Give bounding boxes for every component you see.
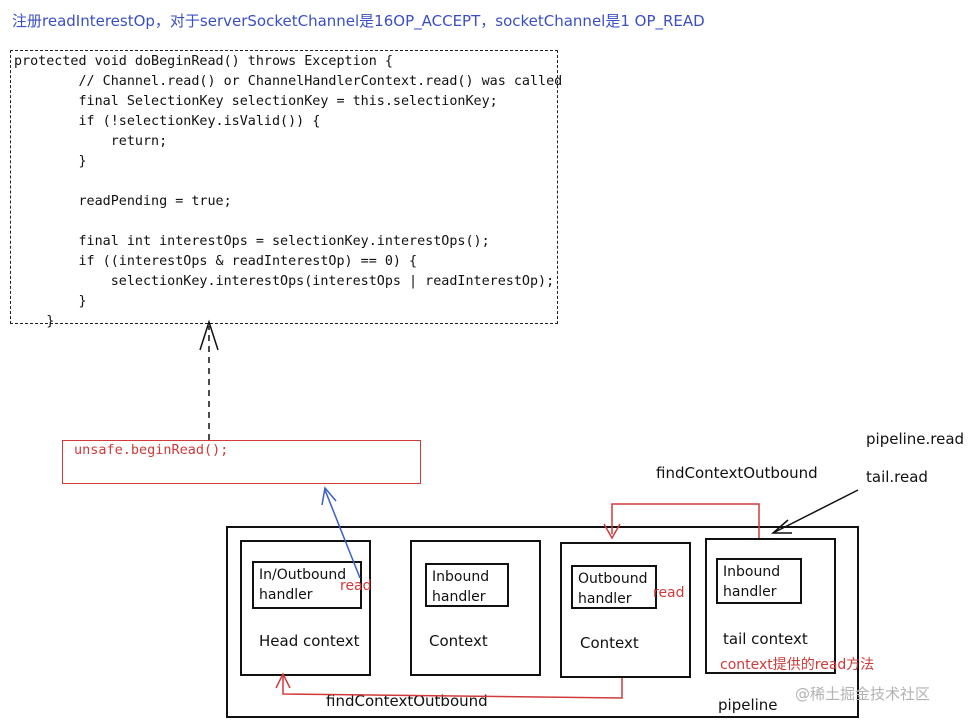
head-context-label: Head context [259,632,360,650]
head-handler-line2: handler [259,587,313,603]
pipeline-box [226,526,859,718]
note-text: 注册readInterestOp，对于serverSocketChannel是1… [12,12,705,30]
dashed-arrow-head [199,319,219,351]
inbound-handler-1-box: Inbound handler [425,563,509,607]
outbound-handler-line1: Outbound [578,571,648,587]
code-box [10,50,558,324]
context-2-box [560,542,691,678]
context-1-label: Context [429,632,488,650]
find-outbound-top-path [611,503,760,538]
find-outbound-top-label: findContextOutbound [656,464,818,482]
head-read-label: read [340,578,372,594]
tail-context-box [705,538,836,674]
tail-handler-box: Inbound handler [716,558,802,604]
tail-context-label: tail context [723,630,808,648]
outbound-handler-line2: handler [578,591,632,607]
tail-read-label: tail.read [866,468,928,486]
code-line: } [14,154,87,169]
code-line: readPending = true; [14,194,232,209]
unsafe-call-box [62,440,421,484]
code-line: } [14,294,87,309]
code-line: if ((interestOps & readInterestOp) == 0)… [14,254,418,269]
blue-arrow [324,489,361,579]
inbound-handler-1-line2: handler [432,589,486,605]
tail-handler-line1: Inbound [723,564,781,580]
inbound-handler-1-line1: Inbound [432,569,490,585]
code-line: protected void doBeginRead() throws Exce… [14,54,393,69]
code-line: final int interestOps = selectionKey.int… [14,234,490,249]
outbound-handler-box: Outbound handler [571,565,657,609]
outbound-read-label: read [653,585,685,601]
tail-read-arrow-head [770,519,792,534]
context-read-note: context提供的read方法 [720,657,875,673]
pipeline-read-label: pipeline.read [866,430,965,448]
code-line: selectionKey.interestOps(interestOps | r… [14,274,555,289]
head-context-box [240,540,371,676]
tail-read-arrow [774,489,859,533]
watermark-text: @稀土掘金技术社区 [795,685,931,703]
code-line: } [14,314,55,329]
context-2-label: Context [580,634,639,652]
unsafe-call-text: unsafe.beginRead(); [74,442,229,458]
head-handler-box: In/Outbound handler [252,561,362,609]
code-block: protected void doBeginRead() throws Exce… [14,52,562,332]
find-outbound-bottom-head [275,672,291,689]
code-line: if (!selectionKey.isValid()) { [14,114,321,129]
code-line: // Channel.read() or ChannelHandlerConte… [14,74,563,89]
find-outbound-top-head [603,523,621,540]
tail-handler-line2: handler [723,584,777,600]
code-line: return; [14,134,168,149]
pipeline-label: pipeline [718,696,778,714]
blue-arrow-head [321,486,337,506]
find-outbound-bottom-path [282,676,623,699]
context-1-box [410,540,541,676]
code-line: final SelectionKey selectionKey = this.s… [14,94,498,109]
head-handler-line1: In/Outbound [259,567,347,583]
